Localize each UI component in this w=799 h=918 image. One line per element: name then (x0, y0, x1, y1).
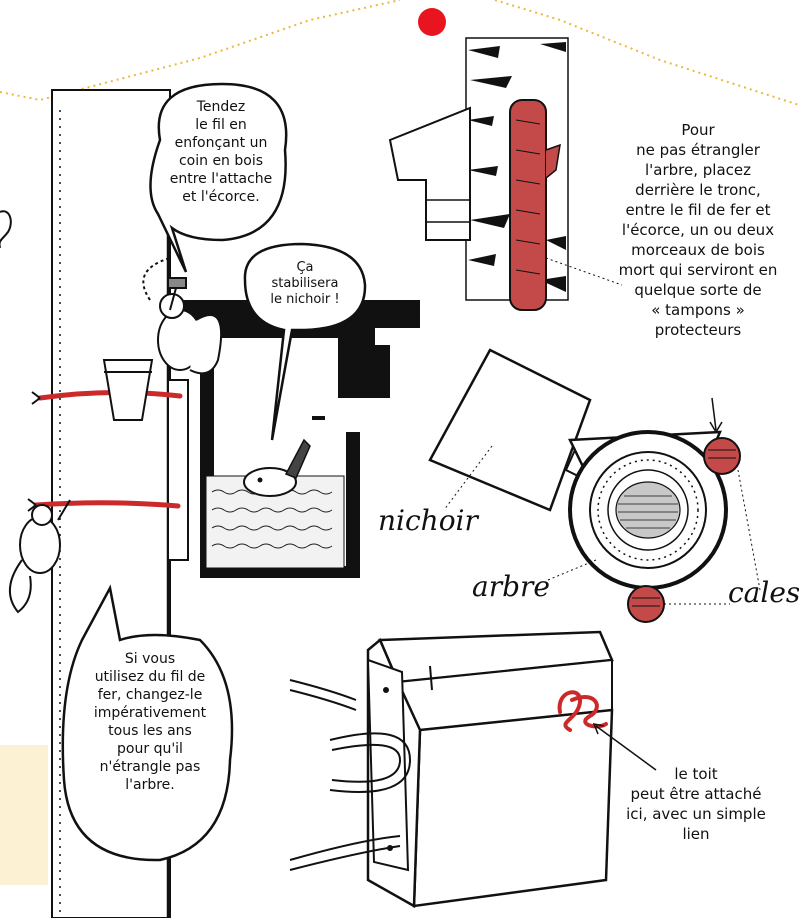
bubble-line: Tendez (196, 99, 246, 115)
bubble-line: tous les ans (108, 723, 192, 739)
bubble-line: coin en bois (178, 153, 264, 169)
bubble-text-stabilise: Ça stabilisera le nichoir ! (248, 260, 362, 308)
label-arbre: arbre (472, 570, 550, 603)
note-line: le toit (674, 765, 718, 783)
black-wire (289, 679, 412, 871)
bubble-line: pour qu'il (117, 741, 183, 757)
nest-box-perspective (366, 630, 614, 909)
bubble-line: stabilisera (271, 276, 339, 291)
dotted-leaders (443, 445, 761, 605)
speech-bubble-tendez (149, 82, 288, 273)
bubble-line: enfonçant un (174, 135, 268, 151)
wire-end (27, 391, 41, 512)
cream-note-background (0, 745, 48, 885)
bubble-line: Si vous (124, 651, 176, 667)
bubble-line: l'arbre. (125, 777, 175, 793)
note-line: derrière le tronc, (635, 181, 761, 199)
note-tampons: Pour ne pas étrangler l'arbre, placez de… (598, 120, 798, 340)
bubble-line: le nichoir ! (270, 292, 340, 307)
note-line: l'arbre, placez (644, 161, 751, 179)
bubble-line: impérativement (93, 705, 207, 721)
note-line: quelque sorte de (634, 281, 762, 299)
climbing-squirrel (9, 499, 71, 614)
bubble-text-tendez: Tendez le fil en enfonçant un coin en bo… (158, 98, 284, 206)
label-nichoir: nichoir (378, 504, 478, 537)
note-line: Pour (681, 121, 715, 139)
note-line: ici, avec un simple (626, 805, 766, 823)
bubble-line: n'étrangle pas (99, 759, 201, 775)
squirrel-with-hammer (142, 257, 223, 375)
bubble-line: Ça (296, 260, 314, 275)
label-cales: cales (728, 576, 799, 609)
dotted-bunting-line (0, 0, 799, 106)
bubble-line: utilisez du fil de (94, 669, 206, 685)
leader-line (545, 257, 623, 286)
note-line: ne pas étrangler (636, 141, 760, 159)
note-line: l'écorce, un ou deux (621, 221, 775, 239)
bubble-text-fer: Si vous utilisez du fil de fer, changez-… (68, 650, 232, 794)
top-view-diagram (428, 348, 741, 623)
note-line: protecteurs (654, 321, 742, 339)
note-line: mort qui serviront en (618, 261, 778, 279)
note-line: peut être attaché (630, 785, 762, 803)
mounting-bracket (167, 379, 189, 561)
bubble-line: entre l'attache (169, 171, 273, 187)
birch-trunk-with-nestbox (388, 37, 569, 311)
bubble-line: fer, changez-le (97, 687, 203, 703)
red-pin-dot (418, 8, 446, 36)
note-line: « tampons » (651, 301, 745, 319)
acorn-bucket (102, 359, 154, 421)
cropped-coil-icon (0, 210, 12, 248)
note-toit: le toit peut être attaché ici, avec un s… (606, 764, 786, 844)
note-line: entre le fil de fer et (625, 201, 771, 219)
arrow-to-wedge (709, 397, 723, 434)
note-line: lien (682, 825, 710, 843)
bubble-line: le fil en (195, 117, 247, 133)
speech-bubble-stabilise (243, 242, 367, 441)
bubble-line: et l'écorce. (182, 189, 260, 205)
nest-box-cross-section (178, 300, 420, 578)
note-line: morceaux de bois (631, 241, 765, 259)
speech-bubble-fer (61, 584, 234, 862)
arrow-to-tie (592, 722, 657, 771)
